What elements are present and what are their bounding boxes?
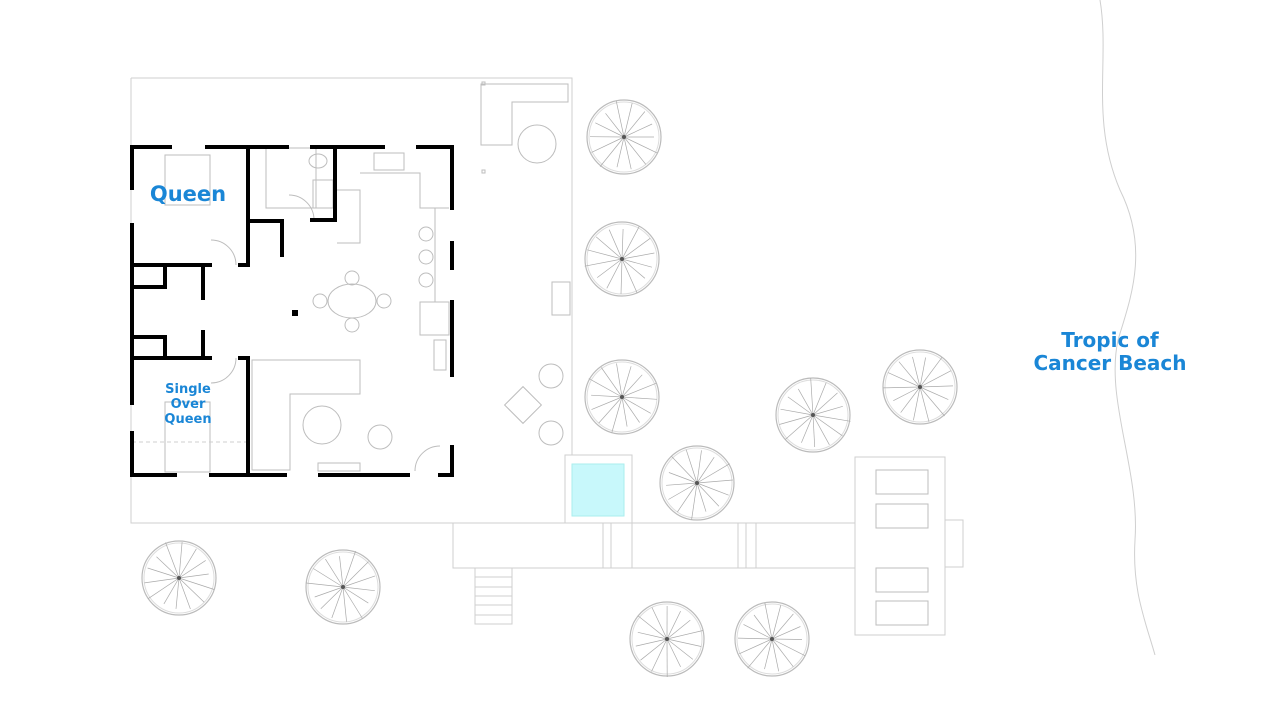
label-line: Queen bbox=[164, 411, 212, 427]
tree-icon bbox=[629, 601, 705, 678]
outdoor-furniture bbox=[480, 81, 571, 446]
label-line: Over bbox=[170, 396, 206, 412]
label-line: Single bbox=[165, 382, 211, 397]
deck-outline bbox=[130, 77, 964, 636]
room-label-queen: Queen bbox=[149, 182, 227, 206]
tree-icon bbox=[734, 601, 810, 677]
tree-icon bbox=[659, 445, 735, 521]
sun-lounger-icon bbox=[875, 469, 929, 626]
tree-icon bbox=[882, 349, 958, 425]
beach-label: Tropic of Cancer Beach bbox=[1030, 329, 1190, 375]
room-label-single-over-queen: Single Over Queen bbox=[143, 382, 233, 428]
label-line: Cancer Beach bbox=[1033, 351, 1187, 375]
tree-icon bbox=[305, 549, 381, 625]
label-line: Tropic of bbox=[1061, 328, 1159, 352]
tree-icon bbox=[141, 540, 217, 616]
dining-table-icon bbox=[327, 283, 377, 319]
tree-icon bbox=[584, 359, 660, 435]
walls bbox=[130, 145, 454, 477]
tree-icon bbox=[775, 377, 851, 453]
beach-line bbox=[1099, 0, 1156, 656]
bed-icon bbox=[164, 401, 211, 473]
trees bbox=[141, 99, 958, 678]
lounge-platform bbox=[854, 456, 946, 636]
interior-furniture bbox=[132, 147, 450, 473]
bed-icon bbox=[164, 154, 211, 206]
tree-icon bbox=[586, 99, 662, 175]
tree-icon bbox=[584, 221, 660, 297]
sofa-icon bbox=[251, 359, 361, 471]
stairs-icon bbox=[474, 567, 513, 625]
pool-icon bbox=[571, 463, 625, 517]
